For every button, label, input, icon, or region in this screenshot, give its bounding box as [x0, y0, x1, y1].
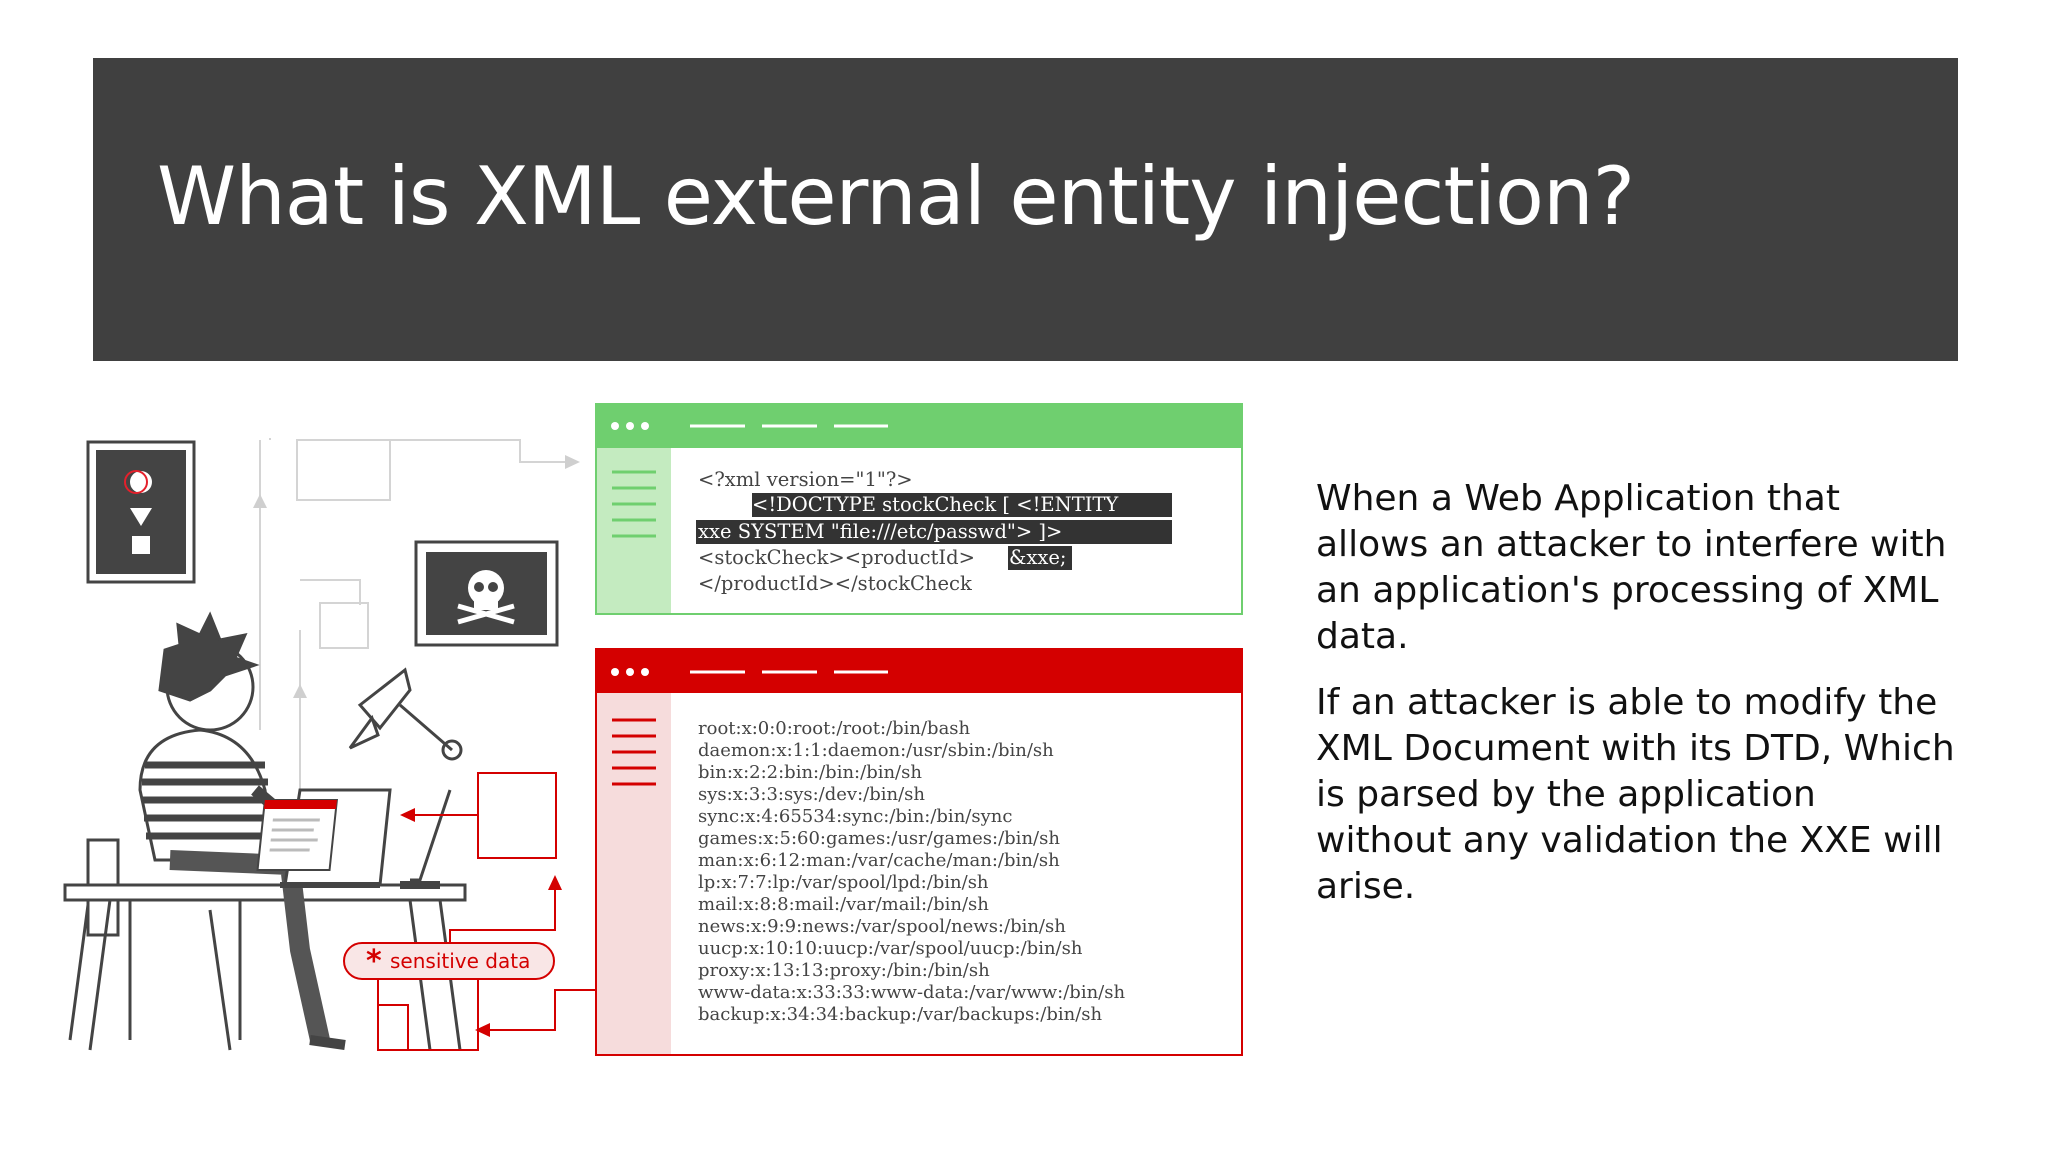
passwd-line: news:x:9:9:news:/var/spool/news:/bin/sh: [698, 916, 1066, 937]
title-bar: [93, 58, 1958, 361]
skull-icon: [414, 540, 559, 647]
passwd-line: bin:x:2:2:bin:/bin:/bin/sh: [698, 762, 922, 783]
passwd-line: games:x:5:60:games:/usr/games:/bin/sh: [698, 828, 1060, 849]
code-line: </productId></stockCheck: [698, 572, 972, 595]
person-at-laptop-icon: [63, 611, 467, 1051]
desk-lamp-icon: [348, 667, 463, 889]
passwd-line: www-data:x:33:33:www-data:/var/www:/bin/…: [698, 982, 1125, 1003]
code-line-entity: &xxe;: [1009, 546, 1066, 569]
passwd-line: mail:x:8:8:mail:/var/mail:/bin/sh: [698, 894, 989, 915]
body-paragraph: When a Web Application that allows an at…: [1316, 478, 1947, 657]
passwd-line: sync:x:4:65534:sync:/bin:/bin/sync: [698, 806, 1012, 827]
sensitive-data-badge: * sensitive data: [343, 942, 555, 980]
sensitive-data-label: sensitive data: [390, 949, 530, 973]
passwd-line: daemon:x:1:1:daemon:/usr/sbin:/bin/sh: [698, 740, 1054, 761]
code-line: <!DOCTYPE stockCheck [ <!ENTITY: [752, 493, 1119, 516]
passwd-line: proxy:x:13:13:proxy:/bin:/bin/sh: [698, 960, 990, 981]
shapes-icon: [86, 440, 196, 584]
passwd-line: uucp:x:10:10:uucp:/var/spool/uucp:/bin/s…: [698, 938, 1083, 959]
slide-title: What is XML external entity injection?: [157, 150, 1635, 243]
passwd-line: man:x:6:12:man:/var/cache/man:/bin/sh: [698, 850, 1060, 871]
code-line: <stockCheck><productId>: [698, 546, 975, 569]
passwd-line: root:x:0:0:root:/root:/bin/bash: [698, 718, 971, 739]
slide-body: When a Web Application that allows an at…: [1316, 476, 1956, 930]
asterisk-icon: *: [366, 944, 382, 979]
xxe-illustration: * sensitive data <?xml version="1"?> <!D…: [63, 403, 1243, 1056]
laptop-icon: [256, 788, 392, 888]
request-window: <?xml version="1"?> <!DOCTYPE stockCheck…: [595, 403, 1243, 615]
body-paragraph: If an attacker is able to modify the XML…: [1316, 682, 1955, 907]
passwd-line: backup:x:34:34:backup:/var/backups:/bin/…: [698, 1004, 1103, 1025]
passwd-line: lp:x:7:7:lp:/var/spool/lpd:/bin/sh: [698, 872, 989, 893]
code-line: <?xml version="1"?>: [698, 468, 913, 491]
response-window: root:x:0:0:root:/root:/bin/bash daemon:x…: [595, 648, 1243, 1056]
code-line: xxe SYSTEM "file:///etc/passwd"> ]>: [698, 520, 1062, 543]
passwd-line: sys:x:3:3:sys:/dev:/bin/sh: [698, 784, 925, 805]
